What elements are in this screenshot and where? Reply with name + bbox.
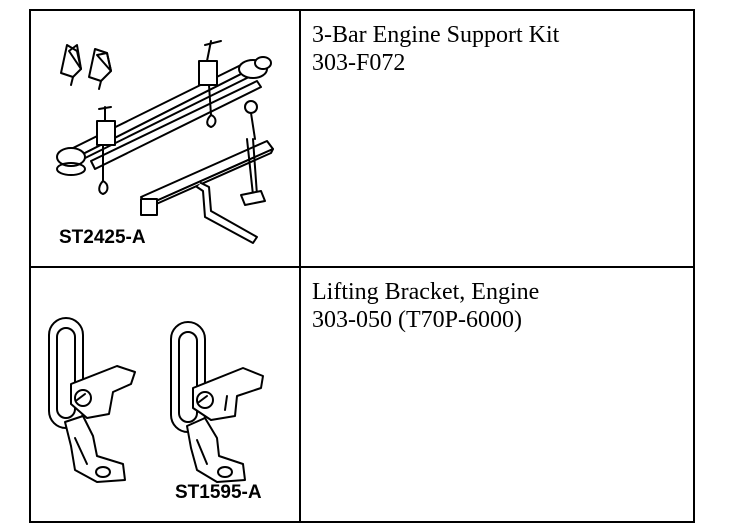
engine-support-kit-icon	[56, 40, 274, 244]
tool-name: Lifting Bracket, Engine	[312, 279, 540, 305]
tool-number: 303-F072	[312, 50, 406, 76]
tool-number: 303-050 (T70P-6000)	[312, 307, 522, 333]
illustration-cell: ST2425-A	[31, 11, 301, 266]
tool-row-engine-support-kit: ST2425-A 3-Bar Engine Support Kit 303-F0…	[31, 11, 693, 268]
description-cell: 3-Bar Engine Support Kit 303-F072	[301, 11, 693, 266]
description-cell: Lifting Bracket, Engine 303-050 (T70P-60…	[301, 268, 693, 521]
figure-code: ST1595-A	[175, 482, 262, 503]
tool-row-lifting-bracket: ST1595-A Lifting Bracket, Engine 303-050…	[31, 268, 693, 521]
illustration-cell: ST1595-A	[31, 268, 301, 521]
tool-name: 3-Bar Engine Support Kit	[312, 22, 560, 48]
left-lifting-bracket	[48, 317, 136, 483]
special-tools-table: ST2425-A 3-Bar Engine Support Kit 303-F0…	[29, 9, 695, 523]
lifting-bracket-icon	[48, 317, 264, 483]
figure-code: ST2425-A	[59, 227, 146, 248]
right-lifting-bracket	[170, 321, 264, 483]
